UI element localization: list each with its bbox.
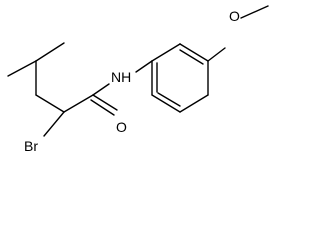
bond-methyl-top [35,42,65,62]
atom-labels: Br O NH O [24,8,240,154]
bond-methyl-left [7,60,37,77]
bond-carbonyl-nh [92,83,110,96]
bond-ring-o-methoxy [207,47,226,62]
bond-calpha-br [43,111,65,137]
atom-label-o-carbonyl: O [116,119,127,135]
ring-bond-4 [179,94,209,113]
bonds [7,5,269,137]
atom-label-br: Br [24,138,38,154]
skeletal-structure: Br O NH O [7,5,269,154]
atom-label-nh: NH [111,69,131,85]
bond-calpha-carbonyl [63,94,94,113]
bond-ch-calpha [35,94,65,113]
bond-carbonyl-o-1 [92,94,118,111]
bond-carbonyl-o-2 [90,99,115,116]
ring-double-bond-1 [179,49,204,65]
atom-label-o-methoxy: O [229,8,240,24]
ring-bond-1 [151,43,181,62]
ring-bond-5 [151,94,181,113]
ring-double-bond-2 [157,92,181,107]
ring-bond-2 [179,43,209,62]
bond-nh-ring [135,60,153,73]
bond-o-methyl [240,5,269,19]
